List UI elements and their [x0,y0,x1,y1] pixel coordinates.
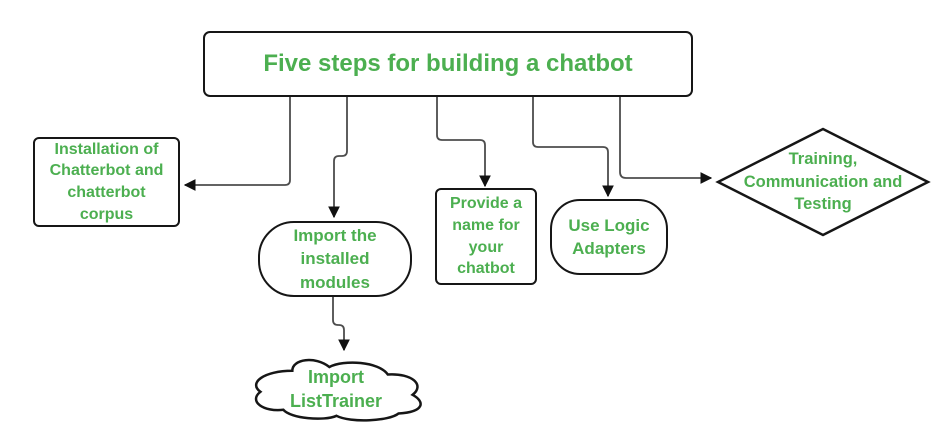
node-training-label: Training, Communication and Testing [743,150,903,214]
node-provide-name: Provide a name for your chatbot [435,188,537,285]
connector-import-modules-to-listtrainer [332,297,350,352]
connector-title-to-provide-name [436,97,491,188]
connector-title-to-installation [183,97,291,191]
connector-title-to-logic-adapters [532,97,614,198]
node-installation: Installation of Chatterbot and chatterbo… [33,137,180,227]
node-logic-adapters-label: Use Logic Adapters [568,215,650,258]
node-title-label: Five steps for building a chatbot [263,49,633,77]
node-import-listtrainer-label: Import ListTrainer [289,366,383,411]
cloud-shape [254,358,422,422]
connector-title-to-import-modules [328,97,348,219]
node-import-modules: Import the installed modules [258,221,412,297]
node-logic-adapters: Use Logic Adapters [550,199,668,275]
node-provide-name-label: Provide a name for your chatbot [449,195,523,278]
connector-title-to-training [619,97,713,184]
diamond-shape [715,127,931,237]
node-import-listtrainer: Import ListTrainer [256,361,416,417]
node-title: Five steps for building a chatbot [203,31,693,97]
node-training: Training, Communication and Testing [721,147,925,217]
node-installation-label: Installation of Chatterbot and chatterbo… [49,140,164,223]
node-import-modules-label: Import the installed modules [293,226,377,292]
